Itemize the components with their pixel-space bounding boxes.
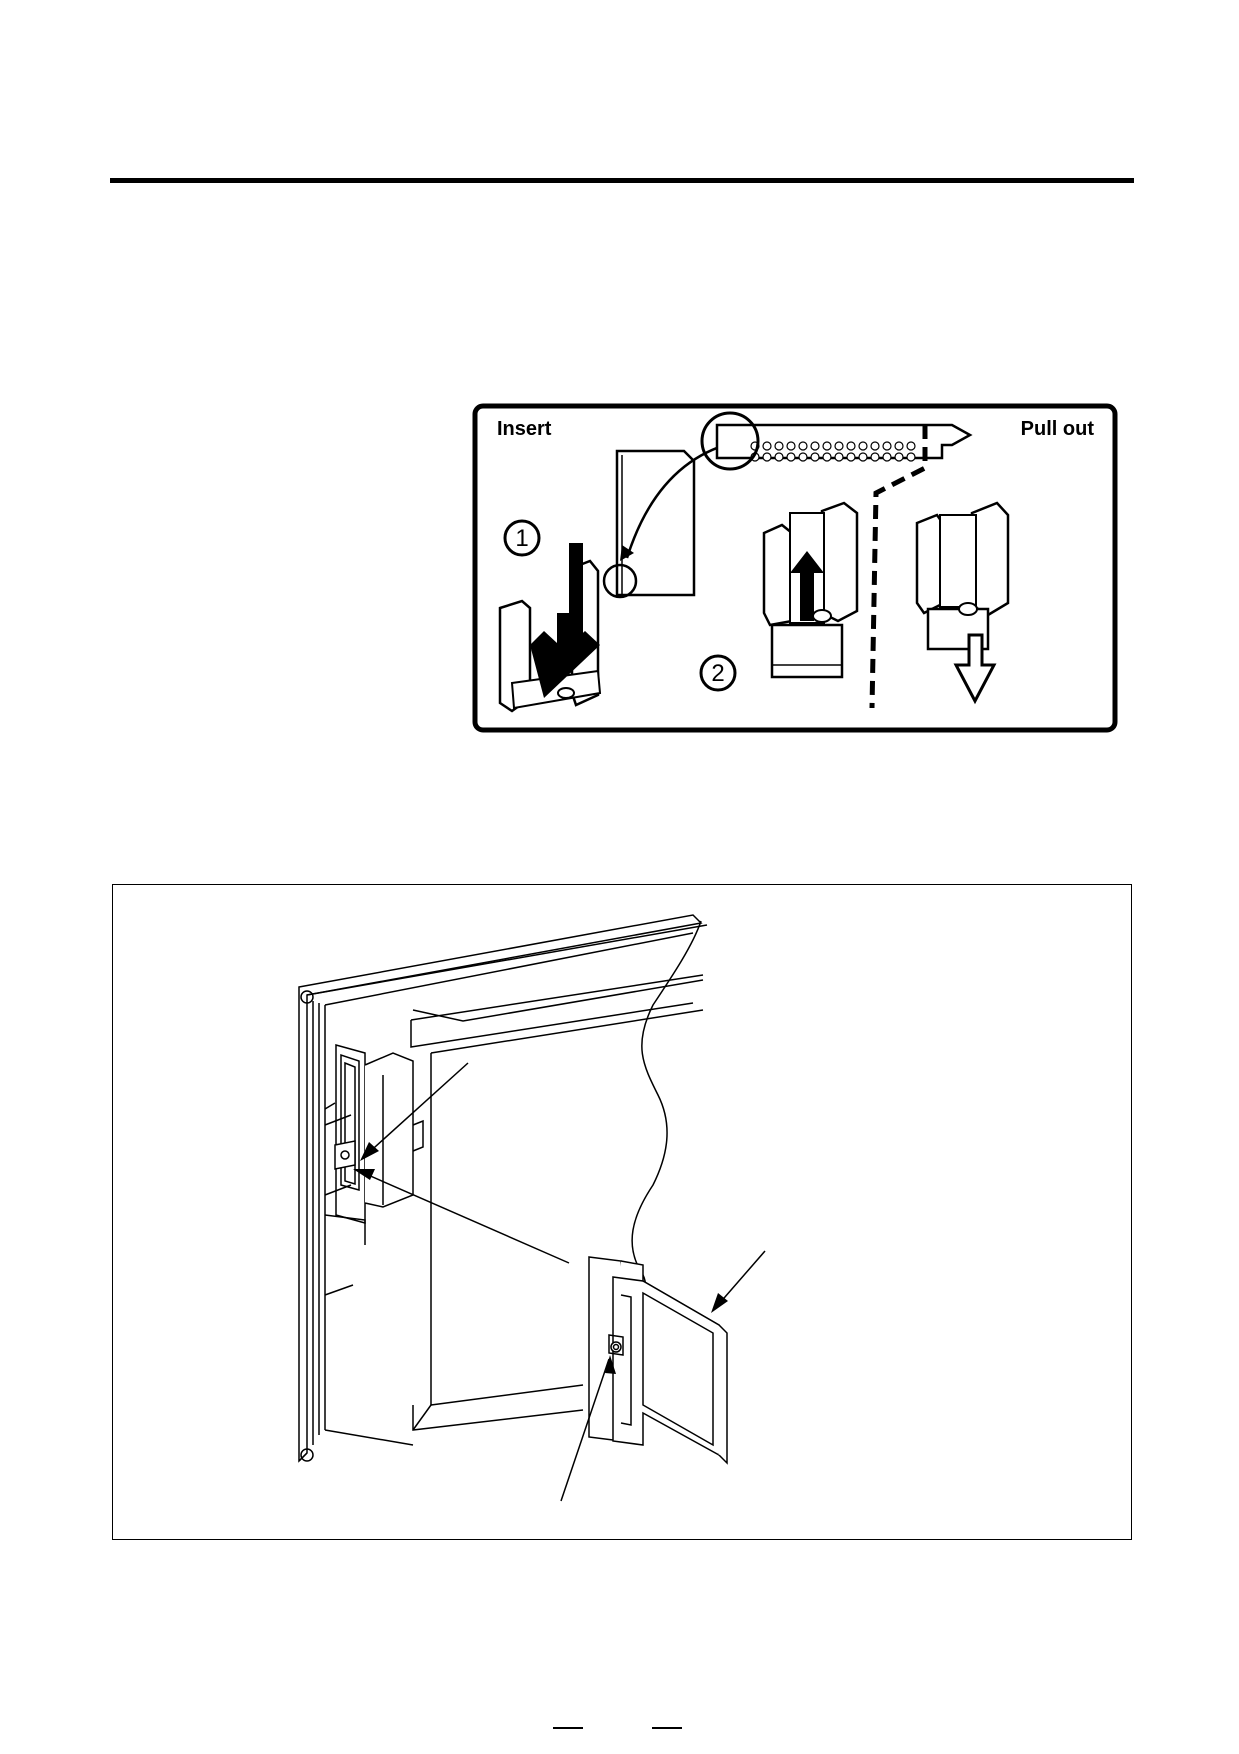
card-pin	[610, 1341, 622, 1353]
step2-circle	[699, 654, 737, 692]
dashed-separator	[869, 425, 928, 709]
step1-number: 1	[515, 525, 528, 552]
footer-mark-right	[652, 1727, 682, 1729]
card-holder-pullout	[915, 501, 1010, 651]
arrow-head-3	[711, 1293, 728, 1313]
insert-pullout-diagram: 1 2 Insert Pull out	[472, 403, 1118, 733]
curved-arrow	[625, 441, 733, 559]
screw-bottom	[300, 1448, 314, 1462]
up-arrow-icon	[790, 551, 824, 621]
down-arrow-icon	[530, 543, 600, 698]
screw-top	[300, 990, 314, 1004]
arrow-head-1	[360, 1142, 379, 1161]
header-rule	[110, 178, 1134, 183]
step2-number: 2	[711, 660, 724, 687]
card-slot	[340, 1053, 360, 1191]
memory-card-step1	[602, 449, 696, 599]
pullout-arrow-icon	[953, 633, 997, 705]
arrow-head-2	[353, 1169, 375, 1180]
footer-mark-left	[553, 1727, 583, 1729]
pullout-label: Pull out	[1021, 418, 1095, 440]
arrow-head-4	[605, 1355, 616, 1374]
zoom-circle	[700, 411, 760, 471]
slot-latch	[334, 1140, 356, 1170]
insert-label: Insert	[497, 418, 552, 440]
card-slot-figure	[112, 884, 1132, 1540]
card-edge-detail	[700, 411, 973, 471]
step1-circle	[503, 519, 541, 557]
notch-circle	[602, 563, 638, 599]
